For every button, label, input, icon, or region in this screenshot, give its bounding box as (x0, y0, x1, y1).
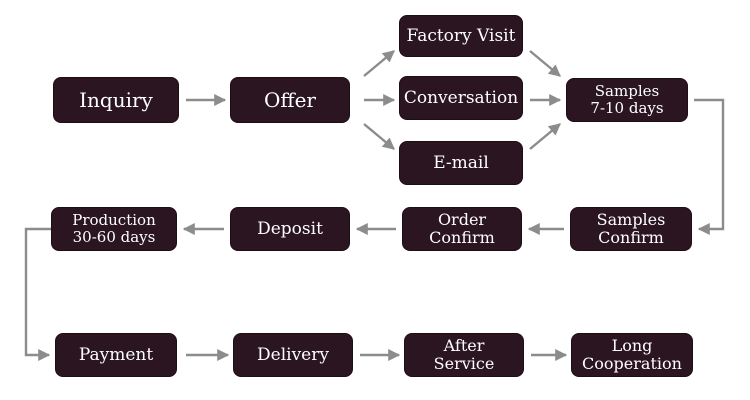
deposit-label: Deposit (257, 218, 323, 239)
order-confirm-label-line2: Confirm (429, 228, 495, 247)
conversation-label: Conversation (403, 87, 519, 108)
arrow-production-to-payment (24, 227, 52, 361)
email-step: E-mail (400, 142, 522, 184)
after-service-label-line1: After (443, 336, 485, 355)
production-step: Production 30-60 days (52, 208, 176, 250)
offer-step: Offer (231, 78, 349, 122)
long-cooperation-label-line2: Cooperation (582, 354, 682, 373)
deposit-step: Deposit (231, 208, 349, 250)
arrow-factory-visit-to-samples (529, 50, 561, 77)
order-confirm-step: Order Confirm (403, 208, 521, 250)
samples-duration: 7-10 days (590, 99, 664, 117)
after-service-step: After Service (405, 334, 523, 376)
long-cooperation-label-line1: Long (611, 336, 653, 355)
long-cooperation-step: Long Cooperation (572, 334, 692, 376)
arrow-samples-to-samples-confirm (694, 98, 725, 235)
factory-visit-step: Factory Visit (400, 16, 522, 56)
email-label: E-mail (433, 152, 489, 173)
samples-confirm-label-line2: Confirm (598, 228, 664, 247)
samples-step: Samples 7-10 days (567, 79, 687, 121)
after-service-label-line2: Service (433, 354, 495, 373)
delivery-step: Delivery (234, 334, 352, 376)
order-confirm-label-line1: Order (437, 210, 487, 229)
samples-confirm-label-line1: Samples (596, 210, 666, 229)
arrow-offer-to-factory-visit (363, 50, 395, 77)
arrow-email-to-samples (529, 123, 561, 150)
payment-label: Payment (78, 344, 154, 365)
arrow-offer-to-email (363, 123, 395, 150)
samples-confirm-step: Samples Confirm (571, 208, 691, 250)
offer-label: Offer (263, 88, 316, 112)
delivery-label: Delivery (257, 344, 329, 365)
factory-visit-label: Factory Visit (406, 25, 516, 46)
samples-label: Samples (594, 82, 660, 100)
inquiry-label: Inquiry (79, 88, 153, 112)
conversation-step: Conversation (400, 77, 522, 119)
production-duration: 30-60 days (72, 228, 156, 246)
inquiry-step: Inquiry (54, 78, 178, 122)
payment-step: Payment (56, 334, 176, 376)
production-label: Production (72, 211, 156, 229)
